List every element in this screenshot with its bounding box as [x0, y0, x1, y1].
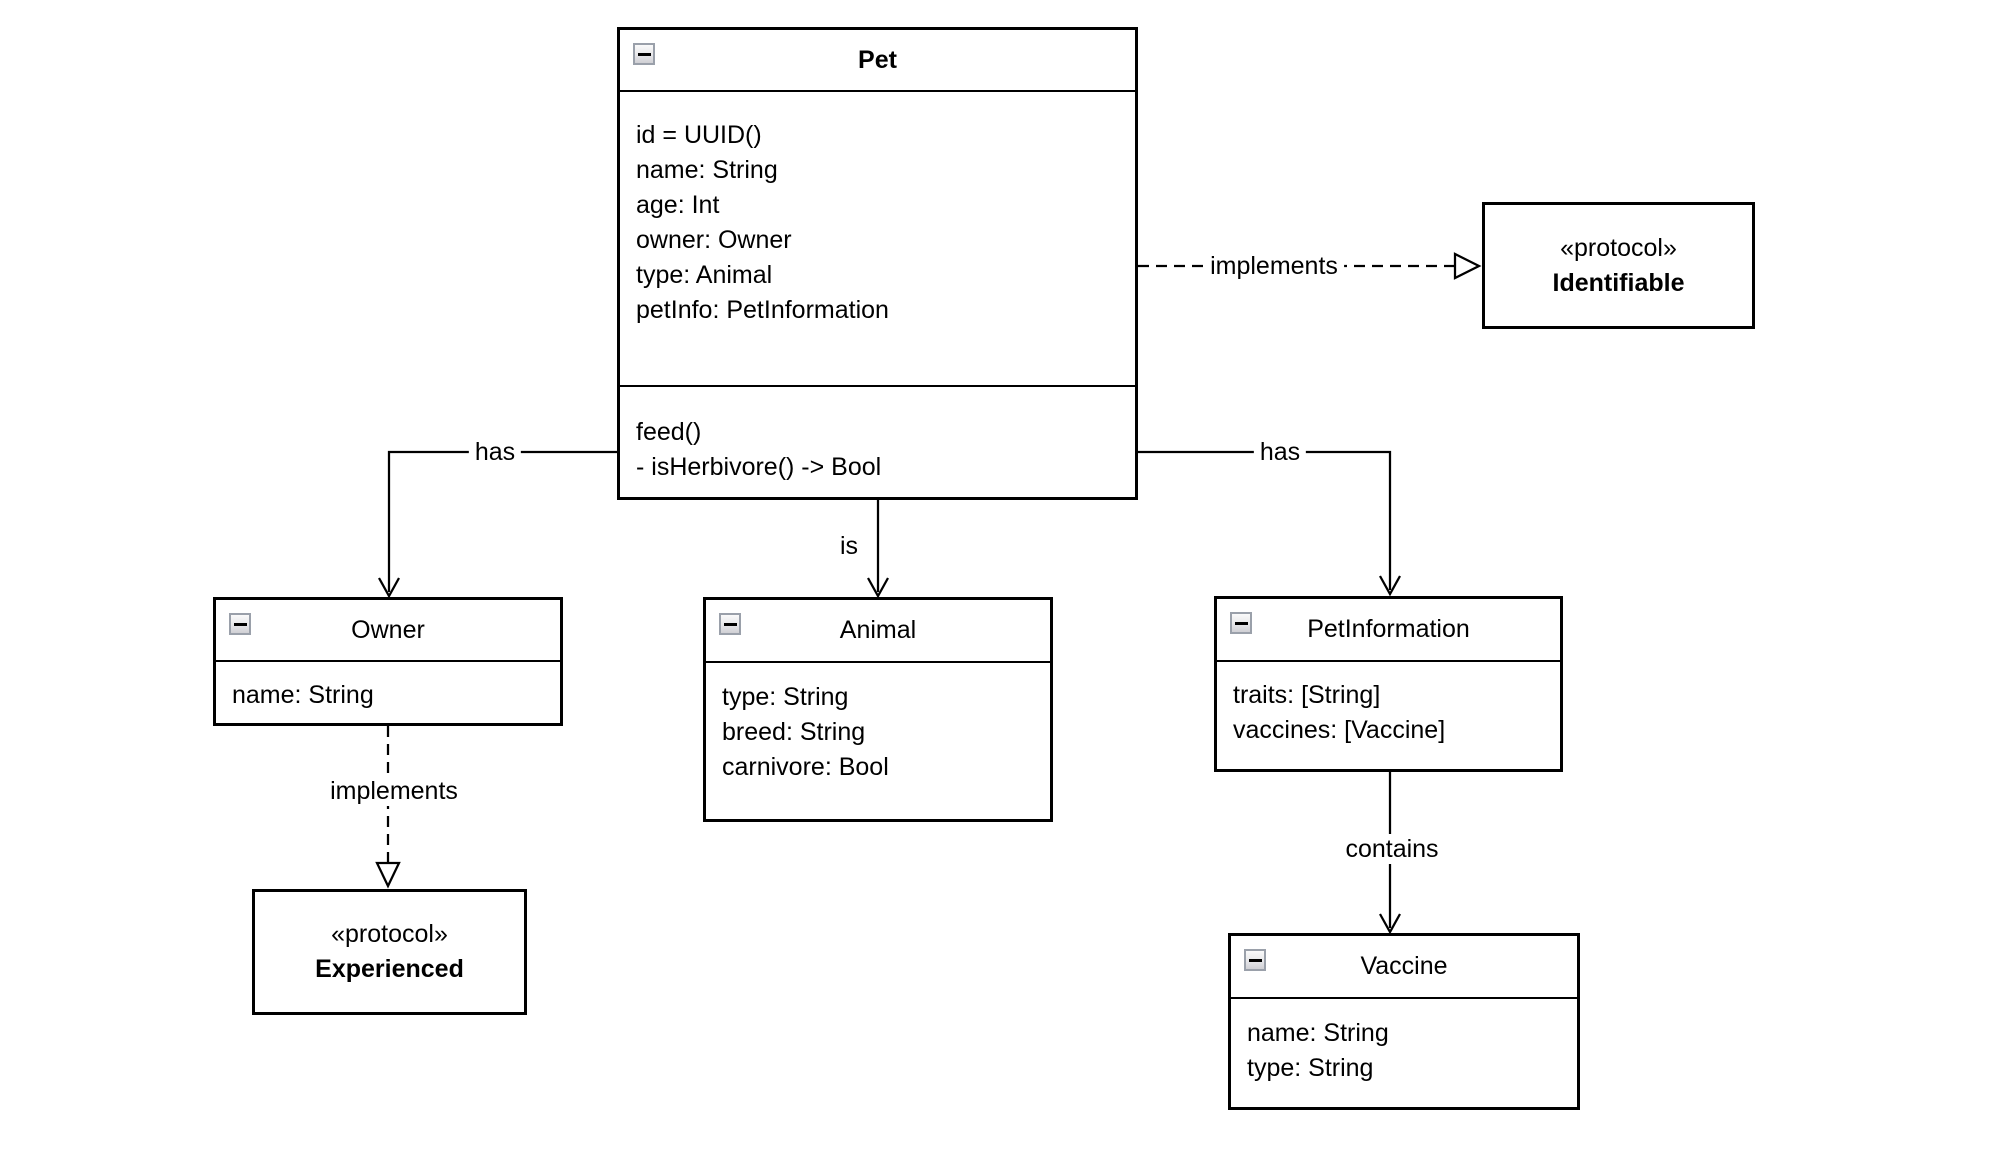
attribute-line: type: String	[1247, 1054, 1374, 1082]
edge-label-has-owner: has	[468, 437, 522, 467]
attribute-line: owner: Owner	[636, 226, 792, 254]
open-arrowhead-icon	[378, 577, 400, 599]
open-arrowhead-icon	[867, 577, 889, 599]
realization-arrowhead-icon	[1453, 252, 1482, 280]
class-title-row: Owner	[216, 600, 560, 662]
class-box-animal[interactable]: Animal type: String breed: String carniv…	[703, 597, 1053, 822]
minus-glyph	[1248, 958, 1262, 962]
class-title-row: Vaccine	[1231, 936, 1577, 999]
attribute-line: name: String	[232, 681, 374, 709]
stereotype-label: «protocol»	[1560, 233, 1677, 262]
realization-arrowhead-icon	[375, 861, 401, 889]
attribute-line: breed: String	[722, 718, 866, 746]
protocol-box-identifiable[interactable]: «protocol» Identifiable	[1482, 202, 1755, 329]
protocol-title: Experienced	[315, 955, 464, 983]
class-title: Animal	[839, 616, 917, 644]
class-title-row: PetInformation	[1217, 599, 1560, 662]
attributes-section: name: String type: String	[1231, 999, 1577, 1107]
edge-label-implements-owner: implements	[324, 776, 464, 806]
methods-section: feed() - isHerbivore() -> Bool	[620, 387, 1135, 497]
attributes-section: name: String	[216, 662, 560, 723]
minus-glyph	[723, 622, 737, 626]
attribute-line: traits: [String]	[1233, 681, 1381, 709]
class-title-row: Animal	[706, 600, 1050, 663]
class-title: PetInformation	[1307, 615, 1470, 643]
minus-glyph	[637, 52, 651, 56]
edge-owner-experienced[interactable]	[375, 726, 401, 889]
method-line: - isHerbivore() -> Bool	[636, 453, 882, 481]
protocol-title: Identifiable	[1552, 268, 1685, 297]
class-title: Pet	[858, 45, 897, 74]
edge-pet-animal[interactable]	[867, 500, 889, 599]
collapse-icon[interactable]	[633, 43, 655, 65]
edge-pet-owner[interactable]	[378, 450, 617, 599]
class-box-owner[interactable]: Owner name: String	[213, 597, 563, 726]
attribute-line: name: String	[1247, 1019, 1389, 1047]
protocol-box-experienced[interactable]: «protocol» Experienced	[252, 889, 527, 1015]
attribute-line: carnivore: Bool	[722, 753, 889, 781]
collapse-icon[interactable]	[719, 613, 741, 635]
minus-glyph	[233, 622, 247, 626]
attributes-section: id = UUID() name: String age: Int owner:…	[620, 92, 1135, 387]
class-title: Vaccine	[1360, 952, 1448, 980]
class-box-vaccine[interactable]: Vaccine name: String type: String	[1228, 933, 1580, 1110]
collapse-icon[interactable]	[229, 613, 251, 635]
attribute-line: type: String	[722, 683, 849, 711]
open-arrowhead-icon	[1379, 913, 1401, 935]
edge-label-has-petinfo: has	[1253, 437, 1307, 467]
class-title-row: Pet	[620, 30, 1135, 92]
edge-label-is-animal: is	[833, 531, 865, 561]
stereotype-label: «protocol»	[331, 920, 448, 948]
open-arrowhead-icon	[1379, 575, 1401, 597]
collapse-icon[interactable]	[1244, 949, 1266, 971]
edge-pet-identifiable[interactable]	[1138, 252, 1482, 280]
attribute-line: id = UUID()	[636, 121, 762, 149]
attribute-line: petInfo: PetInformation	[636, 296, 889, 324]
attribute-line: age: Int	[636, 191, 720, 219]
class-box-pet[interactable]: Pet id = UUID() name: String age: Int ow…	[617, 27, 1138, 500]
method-line: feed()	[636, 418, 702, 446]
minus-glyph	[1234, 621, 1248, 625]
edge-label-implements-top: implements	[1204, 251, 1344, 281]
collapse-icon[interactable]	[1230, 612, 1252, 634]
attribute-line: type: Animal	[636, 261, 773, 289]
attribute-line: vaccines: [Vaccine]	[1233, 716, 1446, 744]
attributes-section: traits: [String] vaccines: [Vaccine]	[1217, 662, 1560, 769]
edge-label-contains: contains	[1339, 834, 1445, 864]
class-title: Owner	[351, 615, 425, 644]
edge-pet-petinformation[interactable]	[1138, 450, 1401, 597]
class-box-petinformation[interactable]: PetInformation traits: [String] vaccines…	[1214, 596, 1563, 772]
attributes-section: type: String breed: String carnivore: Bo…	[706, 663, 1050, 819]
attribute-line: name: String	[636, 156, 778, 184]
